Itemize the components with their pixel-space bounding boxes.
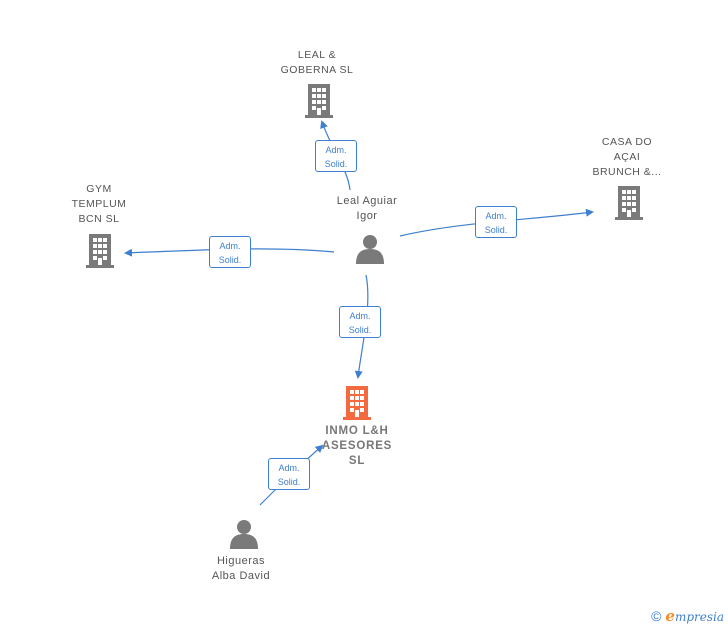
- brand-initial: e: [665, 607, 675, 625]
- higueras-person-icon: [230, 520, 258, 549]
- leal-aguiar-person-icon: [356, 235, 384, 264]
- edge-label-gym-templum: Adm. Solid.: [209, 236, 251, 268]
- node-label-leal-aguiar[interactable]: Leal Aguiar Igor: [336, 195, 398, 222]
- edge-label-line1: Adm.: [325, 145, 347, 155]
- node-label-casa-do-acai[interactable]: CASA DO AÇAI BRUNCH &...: [592, 136, 662, 178]
- casa-do-acai-building-icon: [615, 186, 643, 220]
- leal-goberna-building-icon: [305, 84, 333, 118]
- footer-brand[interactable]: © empresia: [651, 606, 724, 626]
- inmo-lh-building-icon: [343, 386, 371, 420]
- edge-label-line2: Solid.: [324, 159, 348, 169]
- brand-logo: empresia: [665, 607, 724, 625]
- edge-label-line1: Adm.: [349, 311, 371, 321]
- brand-name: mpresia: [674, 610, 724, 624]
- edge-label-line2: Solid.: [348, 325, 372, 335]
- copyright-icon: ©: [651, 608, 662, 624]
- edge-label-inmo-lh: Adm. Solid.: [339, 306, 381, 338]
- edge-label-line1: Adm.: [278, 463, 300, 473]
- gym-templum-building-icon: [86, 234, 114, 268]
- node-label-gym-templum[interactable]: GYM TEMPLUM BCN SL: [71, 183, 127, 225]
- edge-label-casa-do-acai: Adm. Solid.: [475, 206, 517, 238]
- edge-label-line1: Adm.: [485, 211, 507, 221]
- edge-label-line1: Adm.: [219, 241, 241, 251]
- node-label-higueras[interactable]: Higueras Alba David: [211, 555, 271, 582]
- edge-label-higueras: Adm. Solid.: [268, 458, 310, 490]
- edge-label-leal-goberna: Adm. Solid.: [315, 140, 357, 172]
- edge-label-line2: Solid.: [484, 225, 508, 235]
- edge-label-line2: Solid.: [277, 477, 301, 487]
- node-label-leal-goberna[interactable]: LEAL & GOBERNA SL: [280, 49, 354, 76]
- node-label-inmo-lh[interactable]: INMO L&H ASESORES SL: [321, 425, 393, 467]
- edge-label-line2: Solid.: [218, 255, 242, 265]
